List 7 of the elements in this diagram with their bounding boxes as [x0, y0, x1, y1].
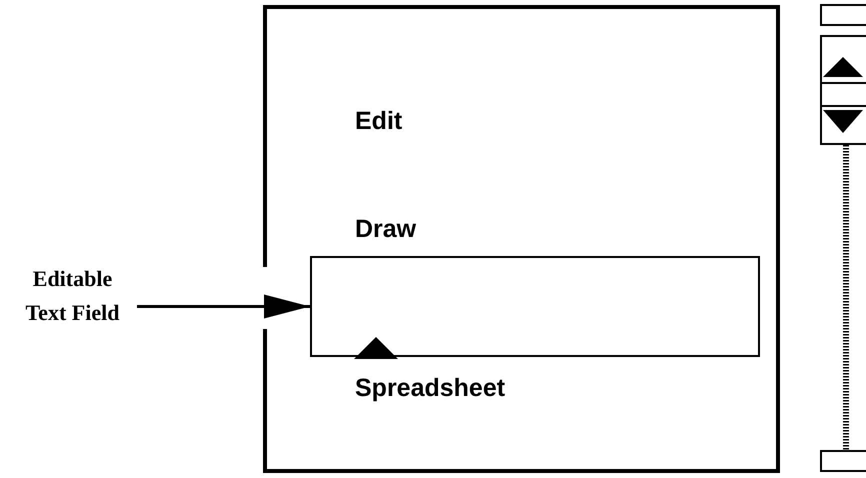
text-field [310, 256, 760, 357]
menu-item: Spreadsheet [355, 374, 506, 403]
menu-item: Draw [355, 215, 416, 244]
arrow [137, 294, 310, 318]
menu-item: Edit [355, 107, 402, 136]
menu-panel [265, 5, 780, 473]
callout-label: Editable Text Field [10, 262, 135, 332]
